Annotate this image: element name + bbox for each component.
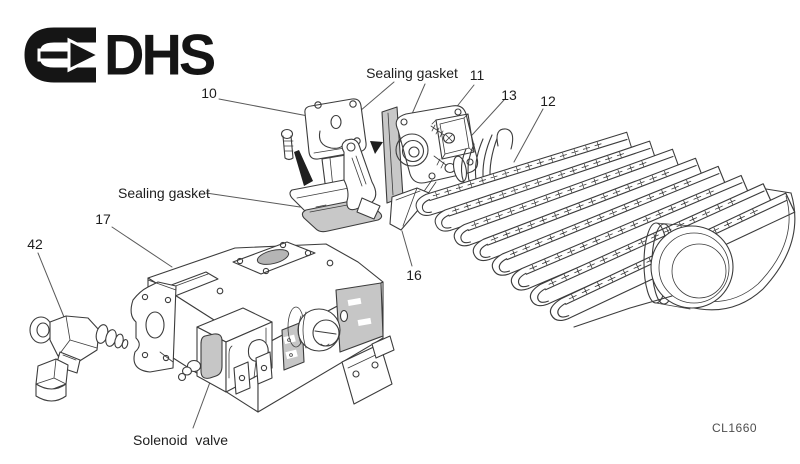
injector-arm xyxy=(341,138,381,220)
burner-drum xyxy=(573,188,796,328)
arrow-right-mark-icon xyxy=(24,27,102,83)
callout-sealing-gasket-left: Sealing gasket xyxy=(118,185,210,201)
callout-solenoid-valve: Solenoid valve xyxy=(133,432,229,448)
callout-part-42: 42 xyxy=(27,236,43,252)
callout-part-17: 17 xyxy=(95,211,111,227)
callout-sealing-gasket-top: Sealing gasket xyxy=(366,65,458,81)
logo-text: DHS xyxy=(104,22,216,87)
dhs-logo: DHS xyxy=(22,22,216,87)
callout-part-11: 11 xyxy=(469,67,485,83)
callout-part-16: 16 xyxy=(406,267,422,283)
callout-part-12: 12 xyxy=(540,93,556,109)
callout-part-10: 10 xyxy=(201,85,217,101)
inlet-elbow-part-42 xyxy=(29,315,129,402)
gas-valve-part-17 xyxy=(130,241,395,413)
drawing-code: CL1660 xyxy=(712,421,758,435)
callout-part-13: 13 xyxy=(501,87,517,103)
